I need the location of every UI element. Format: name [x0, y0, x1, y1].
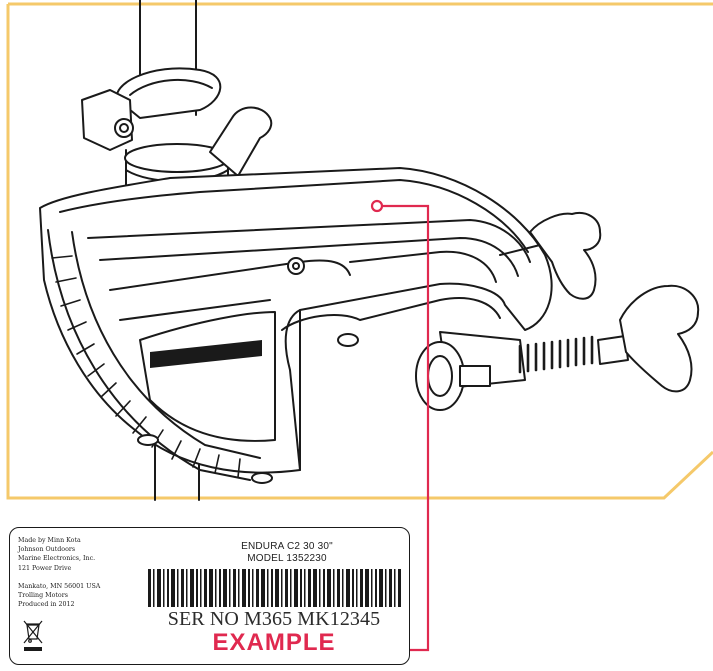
example-watermark: EXAMPLE — [212, 629, 336, 656]
serial-number: SER NO M365 MK12345 — [167, 608, 381, 630]
crossed-out-wheelie-bin-icon — [23, 620, 43, 651]
bracket-line-art — [39, 0, 700, 501]
barcode — [148, 569, 401, 607]
serial-number-label: Made by Minn Kota Johnson Outdoors Marin… — [9, 527, 410, 665]
model-number: MODEL 1352230 — [247, 553, 327, 564]
model-name: ENDURA C2 30 30" — [241, 541, 333, 552]
manufacturer-info: Made by Minn Kota Johnson Outdoors Marin… — [18, 537, 101, 609]
frame-border-left — [6, 4, 713, 500]
